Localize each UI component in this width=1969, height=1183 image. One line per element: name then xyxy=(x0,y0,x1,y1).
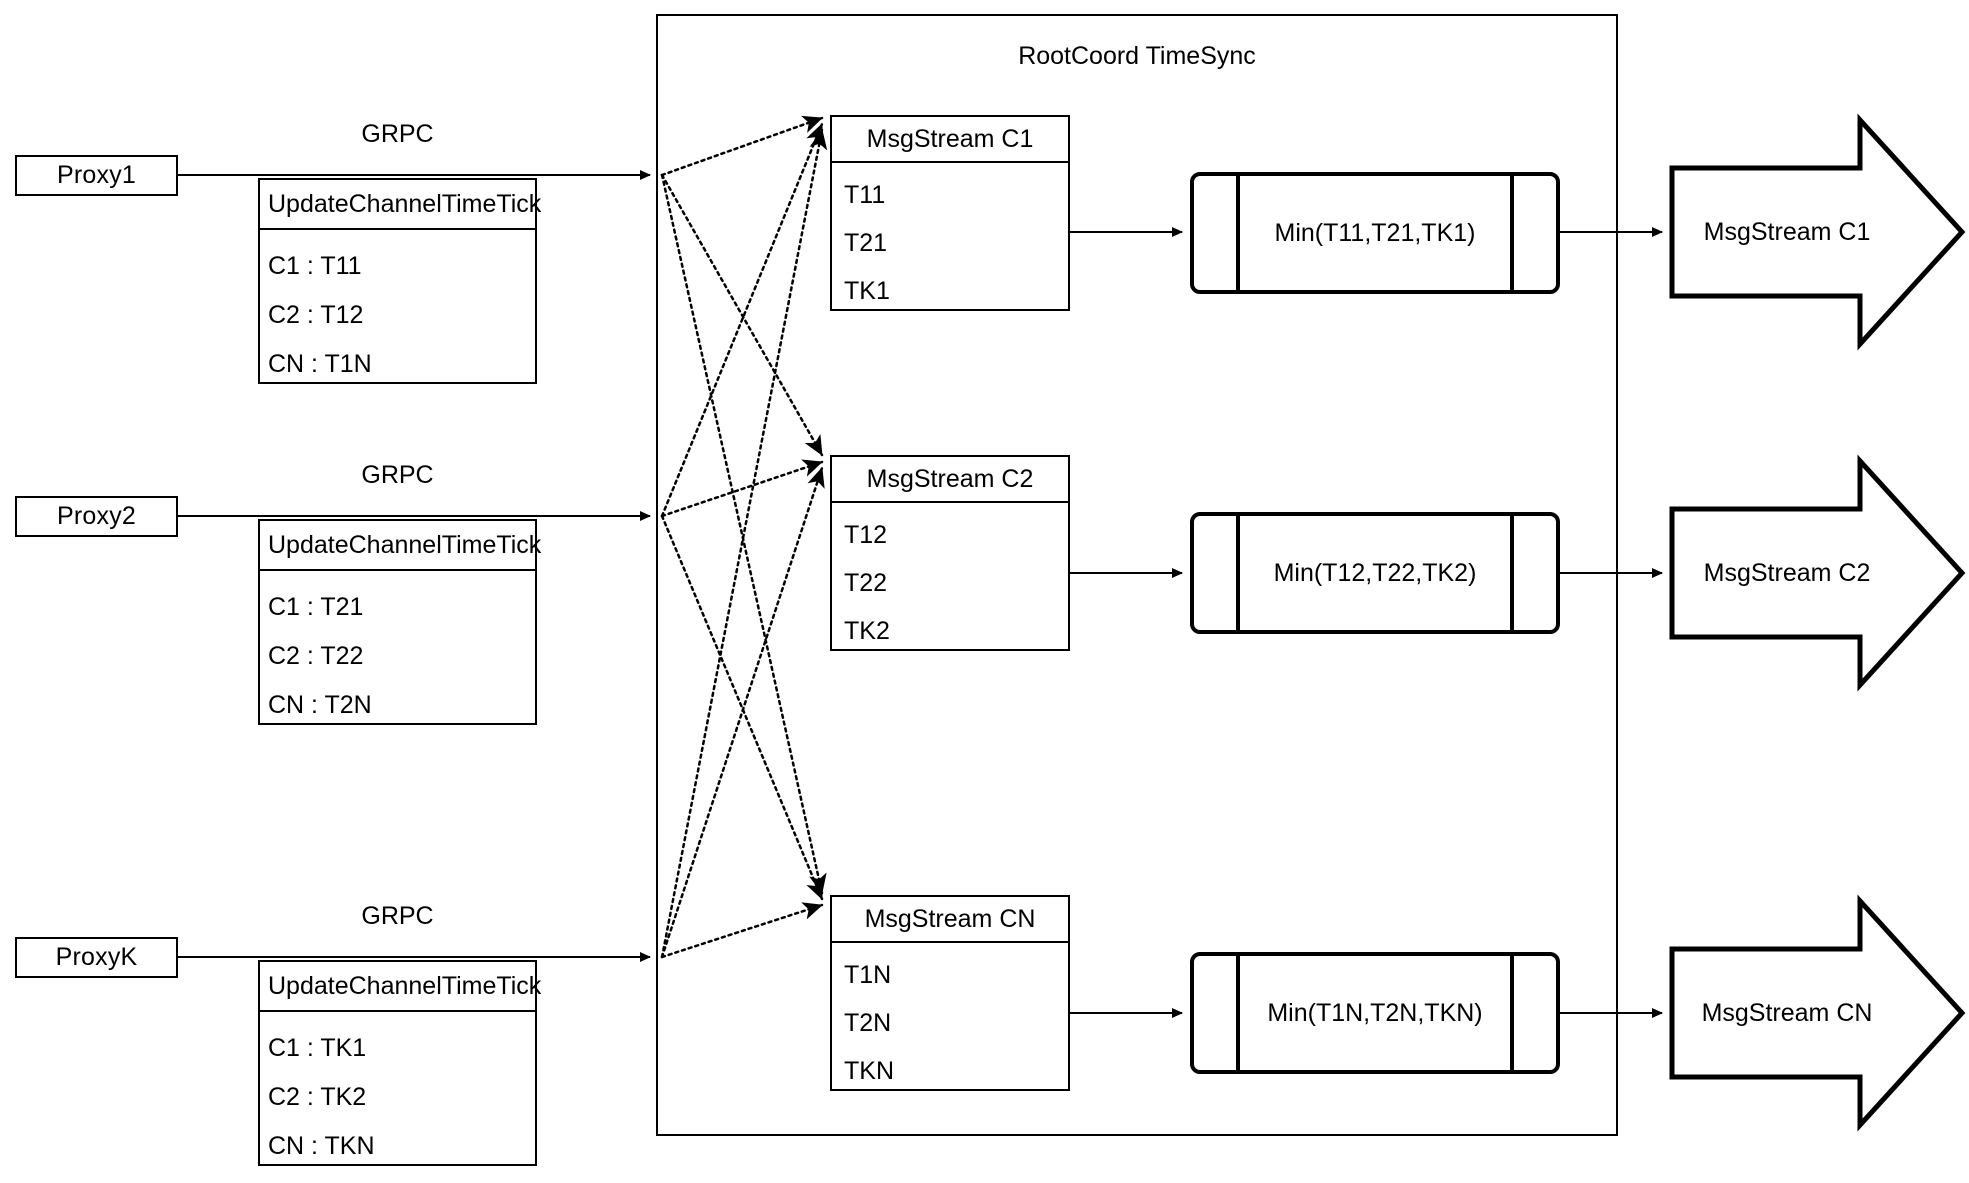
update-channel-timetick-title-0: UpdateChannelTimeTick xyxy=(260,180,541,230)
update-channel-timetick-box-0: UpdateChannelTimeTick C1 : T11 C2 : T12 … xyxy=(258,178,541,384)
process-bar-right-1 xyxy=(1510,516,1514,630)
min-process-label-1: Min(T12,T22,TK2) xyxy=(1273,558,1477,587)
update-channel-timetick-body-0: C1 : T11 C2 : T12 CN : T1N xyxy=(260,230,535,389)
msgstream-box-1: MsgStream C2 T12 T22 TK2 xyxy=(830,455,1070,651)
rootcoord-timesync-container xyxy=(656,14,1618,1136)
msgstream-entry: T12 xyxy=(844,521,888,549)
msgstream-box-2: MsgStream CN T1N T2N TKN xyxy=(830,895,1070,1091)
proxy-box-0[interactable]: Proxy1 xyxy=(15,155,178,196)
rootcoord-timesync-title: RootCoord TimeSync xyxy=(1018,42,1256,70)
msgstream-entry: T11 xyxy=(844,181,886,209)
update-channel-timetick-title-2: UpdateChannelTimeTick xyxy=(260,962,541,1012)
grpc-label-2: GRPC xyxy=(361,902,434,930)
min-process-label-2: Min(T1N,T2N,TKN) xyxy=(1267,998,1483,1027)
timetick-entry: CN : TKN xyxy=(268,1132,375,1160)
update-channel-timetick-body-2: C1 : TK1 C2 : TK2 CN : TKN xyxy=(260,1012,535,1171)
process-bar-right-2 xyxy=(1510,956,1514,1070)
msgstream-entry: TK2 xyxy=(844,617,890,645)
timetick-entry: CN : T2N xyxy=(268,691,372,719)
msgstream-entry: TKN xyxy=(844,1057,894,1085)
msgstream-body-2: T1N T2N TKN xyxy=(832,943,1068,1095)
output-arrow-label-2: MsgStream CN xyxy=(1701,999,1873,1027)
output-arrow-label-0: MsgStream C1 xyxy=(1703,218,1871,246)
update-channel-timetick-body-1: C1 : T21 C2 : T22 CN : T2N xyxy=(260,571,535,730)
msgstream-title-0: MsgStream C1 xyxy=(832,117,1068,163)
msgstream-box-0: MsgStream C1 T11 T21 TK1 xyxy=(830,115,1070,311)
timetick-entry: C2 : TK2 xyxy=(268,1083,367,1111)
timetick-entry: C2 : T12 xyxy=(268,301,364,329)
min-process-box-2: Min(T1N,T2N,TKN) xyxy=(1190,952,1560,1074)
update-channel-timetick-box-2: UpdateChannelTimeTick C1 : TK1 C2 : TK2 … xyxy=(258,960,541,1166)
timetick-entry: CN : T1N xyxy=(268,350,372,378)
process-bar-left-2 xyxy=(1236,956,1240,1070)
msgstream-entry: T1N xyxy=(844,961,892,989)
output-arrow-label-1: MsgStream C2 xyxy=(1703,559,1871,587)
msgstream-title-1: MsgStream C2 xyxy=(832,457,1068,503)
timetick-entry: C2 : T22 xyxy=(268,642,364,670)
process-bar-left-0 xyxy=(1236,176,1240,290)
grpc-label-1: GRPC xyxy=(361,461,434,489)
min-process-box-0: Min(T11,T21,TK1) xyxy=(1190,172,1560,294)
output-arrow-shapes xyxy=(1669,113,1966,1132)
timetick-entry: C1 : T11 xyxy=(268,252,362,280)
update-channel-timetick-box-1: UpdateChannelTimeTick C1 : T21 C2 : T22 … xyxy=(258,519,541,725)
proxy-label-1: Proxy2 xyxy=(56,502,136,530)
msgstream-title-2: MsgStream CN xyxy=(832,897,1068,943)
update-channel-timetick-title-1: UpdateChannelTimeTick xyxy=(260,521,541,571)
timetick-entry: C1 : T21 xyxy=(268,593,364,621)
process-bar-left-1 xyxy=(1236,516,1240,630)
msgstream-body-1: T12 T22 TK2 xyxy=(832,503,1068,655)
proxy-label-0: Proxy1 xyxy=(56,161,136,189)
timetick-entry: C1 : TK1 xyxy=(268,1034,367,1062)
msgstream-entry: TK1 xyxy=(844,277,890,305)
msgstream-entry: T2N xyxy=(844,1009,892,1037)
proxy-box-2[interactable]: ProxyK xyxy=(15,937,178,978)
proxy-box-1[interactable]: Proxy2 xyxy=(15,496,178,537)
proxy-label-2: ProxyK xyxy=(55,943,138,971)
min-process-label-0: Min(T11,T21,TK1) xyxy=(1274,218,1476,247)
msgstream-entry: T21 xyxy=(844,229,888,257)
min-process-box-1: Min(T12,T22,TK2) xyxy=(1190,512,1560,634)
msgstream-entry: T22 xyxy=(844,569,888,597)
msgstream-body-0: T11 T21 TK1 xyxy=(832,163,1068,315)
grpc-label-0: GRPC xyxy=(361,120,434,148)
process-bar-right-0 xyxy=(1510,176,1514,290)
